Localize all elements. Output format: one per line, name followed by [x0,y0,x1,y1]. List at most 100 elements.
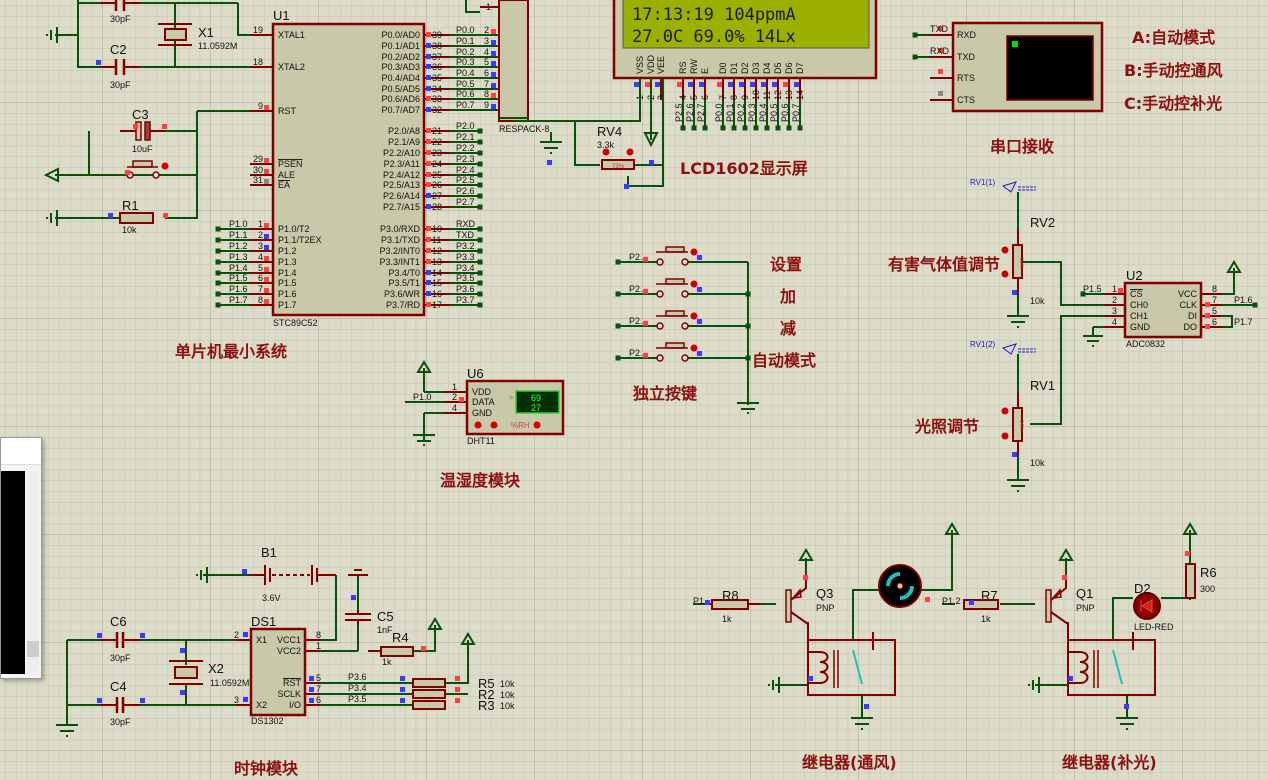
lcd1602[interactable]: 17:13:19 104ppmA 27.0C 69.0% 14Lx VSS1VD… [612,0,878,178]
q3-transistor[interactable] [785,580,809,640]
fan-motor-icon[interactable] [878,564,922,608]
q1-transistor[interactable] [1045,580,1069,640]
led-d2[interactable] [1133,592,1161,620]
button-toggle-icon[interactable] [690,344,698,352]
floating-window[interactable] [0,437,42,679]
push-button-3[interactable]: P2.减 [615,310,797,338]
button-toggle-icon[interactable] [690,248,698,256]
relay-light[interactable] [1067,632,1156,696]
dht-increase-icon[interactable] [490,421,498,429]
increase-icon[interactable] [626,148,634,156]
adc-pin-di[interactable]: 5DI [1188,306,1222,321]
scrollbar-thumb[interactable] [27,641,39,657]
window-titlebar[interactable] [1,438,41,465]
dht-toggle-icon[interactable] [533,421,541,429]
button-toggle-icon[interactable] [690,280,698,288]
terminal-pin-cts[interactable]: CTS [930,91,975,105]
rv4-contrast-pot[interactable]: 73% RV4 3.3k [540,78,664,187]
decrease-icon[interactable] [602,148,610,156]
rv1-pot[interactable]: 14% [1001,407,1025,442]
scrollbar[interactable] [27,471,39,674]
button-toggle-icon[interactable] [690,312,698,320]
terminal-pin-rts[interactable]: RTS [930,69,975,83]
push-button-2[interactable]: P2.加 [615,278,797,306]
relay-fan[interactable] [807,632,896,696]
respack[interactable]: RESPACK-8 1 [465,0,576,156]
dht-decrease-icon[interactable] [474,421,482,429]
push-button-1[interactable]: P2.设置 [615,246,803,274]
